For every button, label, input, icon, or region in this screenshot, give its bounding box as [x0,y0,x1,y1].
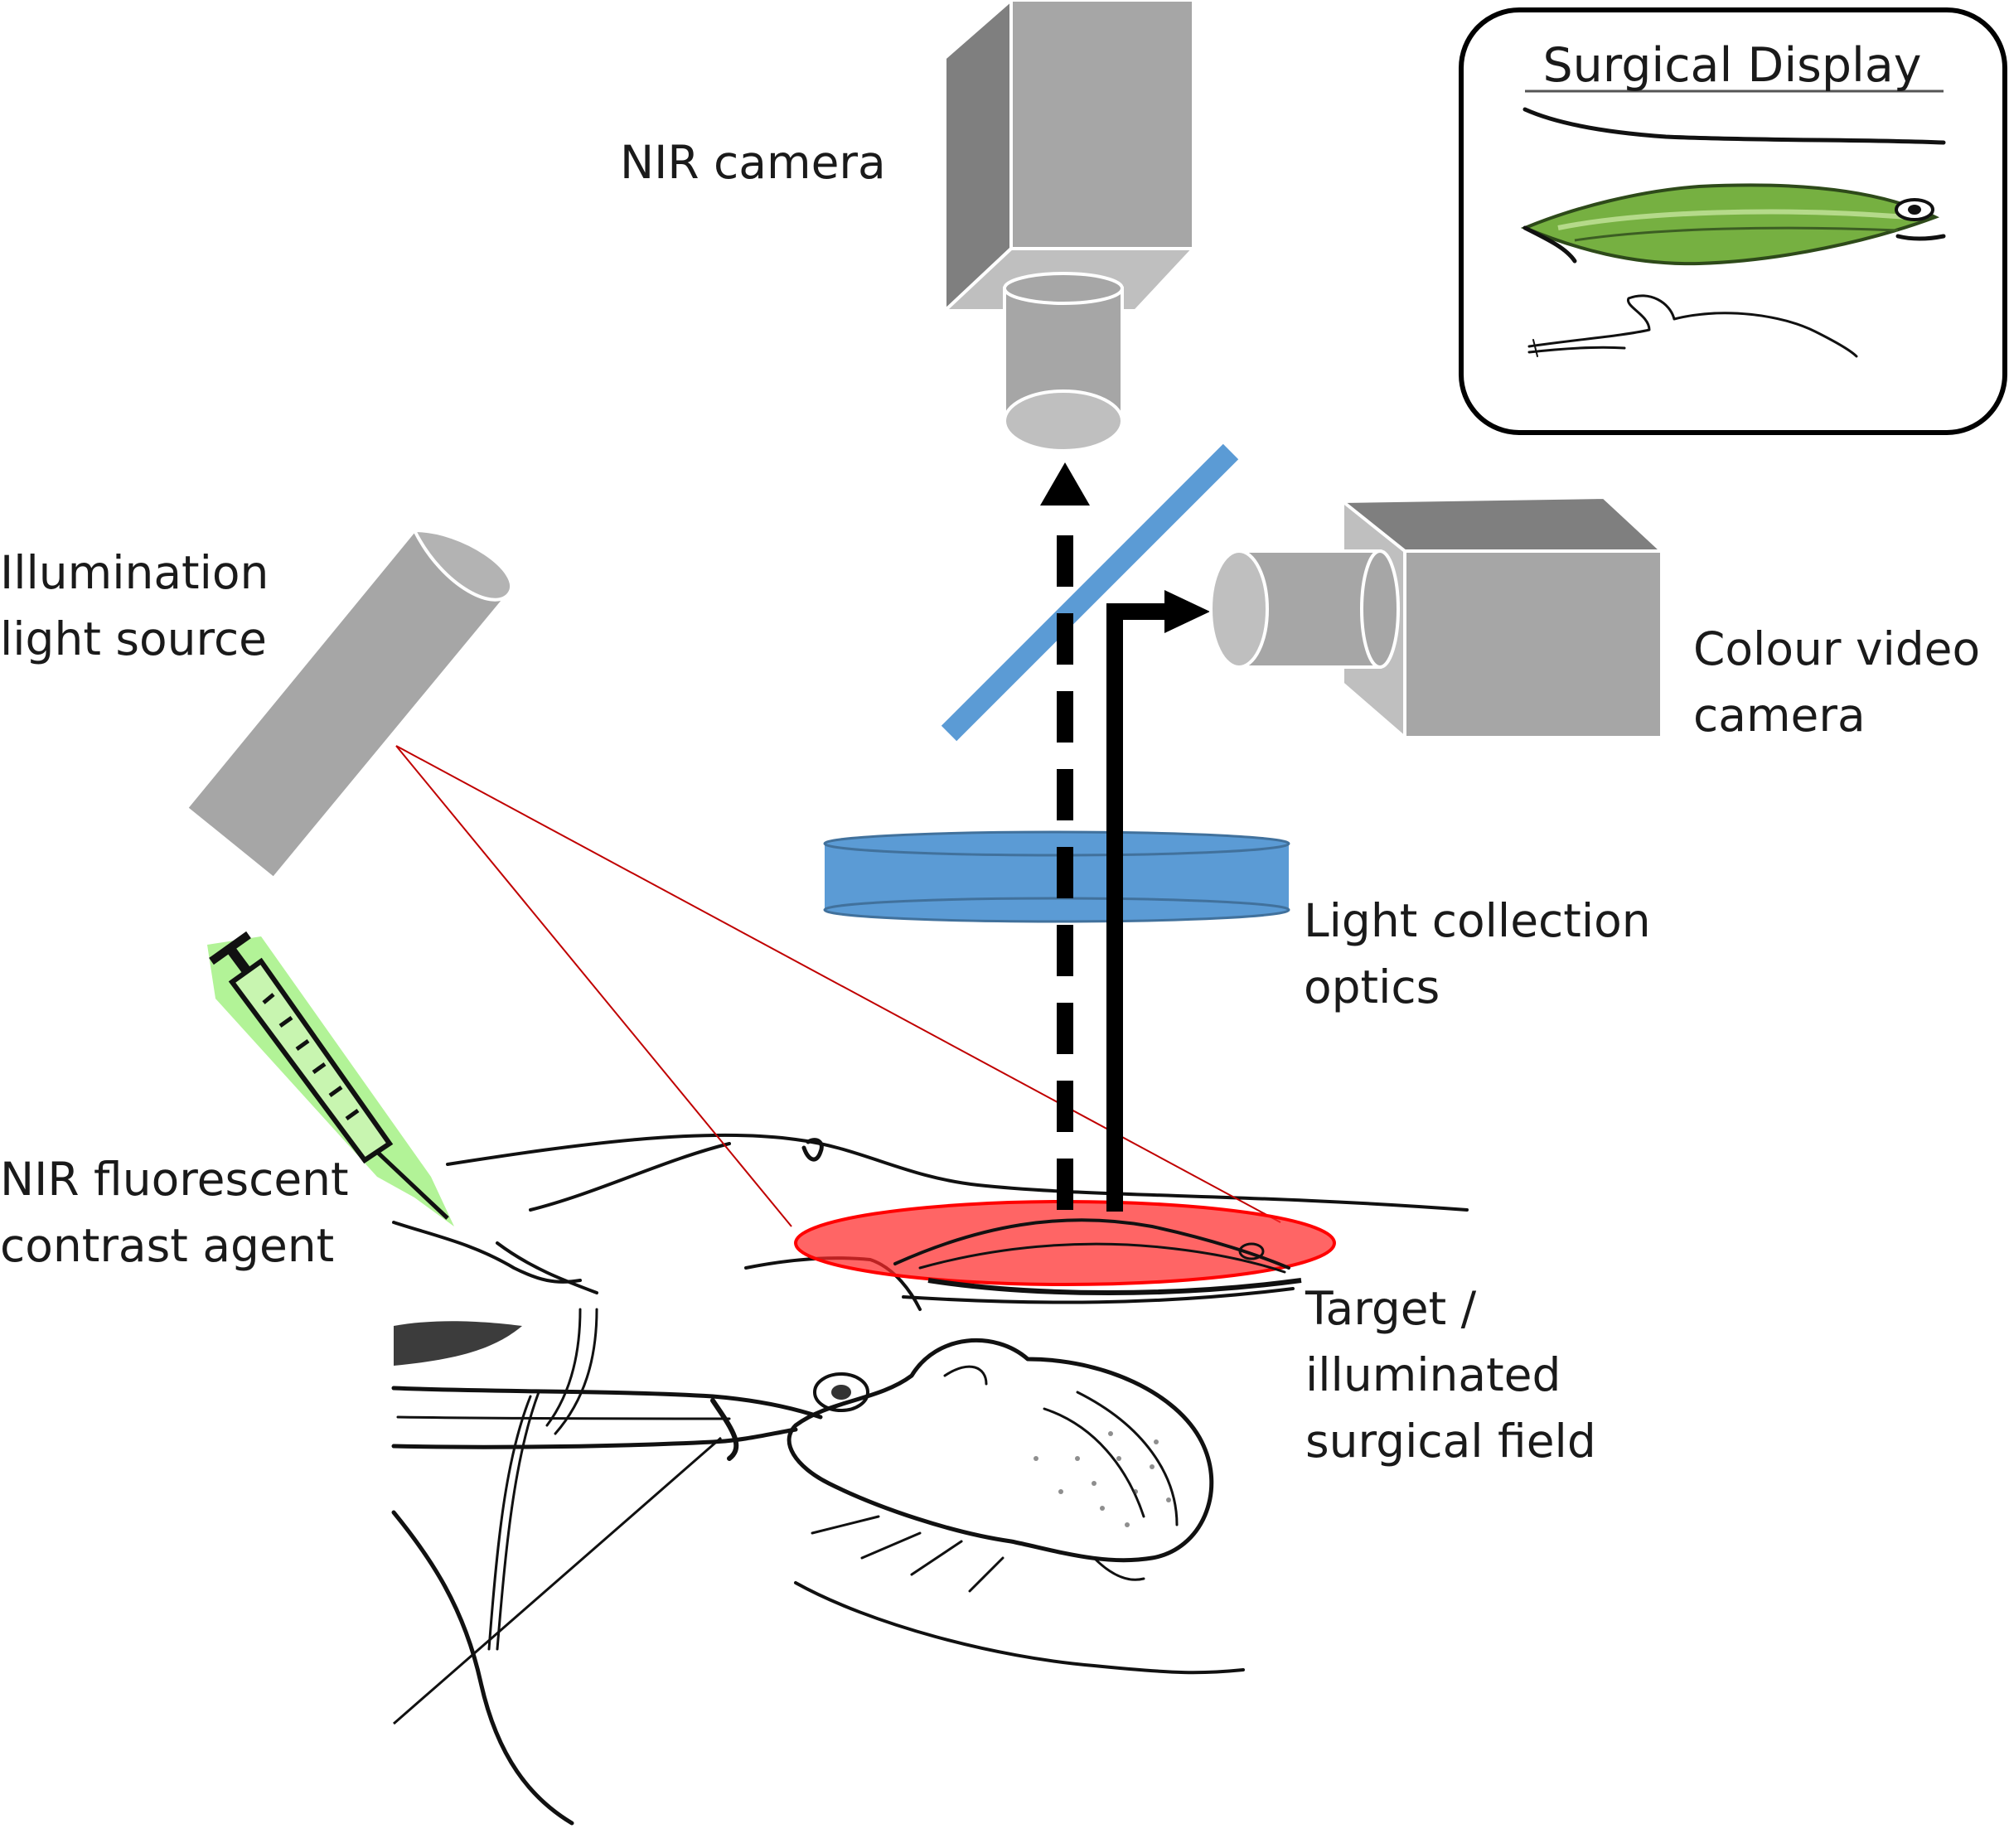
dichroic-mirror [941,443,1239,742]
label-contrast-agent-line1: NIR fluorescent [0,1153,349,1206]
label-contrast-agent-line2: contrast agent [0,1219,334,1272]
label-target-line2: illuminated [1305,1348,1561,1401]
nir-camera [940,0,1198,452]
muscle-wedge [394,1321,522,1366]
visible-light-path [1106,590,1210,1212]
labels: NIR camera Illumination light source Col… [0,38,1980,1468]
display-title: Surgical Display [1542,38,1921,93]
label-target-line3: surgical field [1305,1415,1596,1468]
anatomy-sketch [391,1133,1469,1826]
label-colour-camera-line1: Colour video [1693,622,1980,675]
organ-texture [1034,1431,1171,1527]
label-colour-camera-line2: camera [1693,689,1866,742]
illumination-beam [395,745,1281,1227]
surgical-display [1459,7,2007,435]
colour-video-camera [1209,495,1667,742]
label-nir-camera: NIR camera [620,136,886,189]
label-illumination-line2: light source [0,612,267,665]
label-target-line1: Target / [1305,1282,1477,1335]
label-light-collection-line1: Light collection [1304,894,1651,947]
illumination-light-source [184,528,513,882]
syringe-icon [207,931,454,1226]
label-light-collection-line2: optics [1304,960,1440,1013]
nir-fluorescence-path [1040,462,1090,1210]
label-illumination-line1: Illumination [0,546,269,599]
organ-outline [787,1338,1214,1563]
display-tissue-icon [1520,107,1946,358]
